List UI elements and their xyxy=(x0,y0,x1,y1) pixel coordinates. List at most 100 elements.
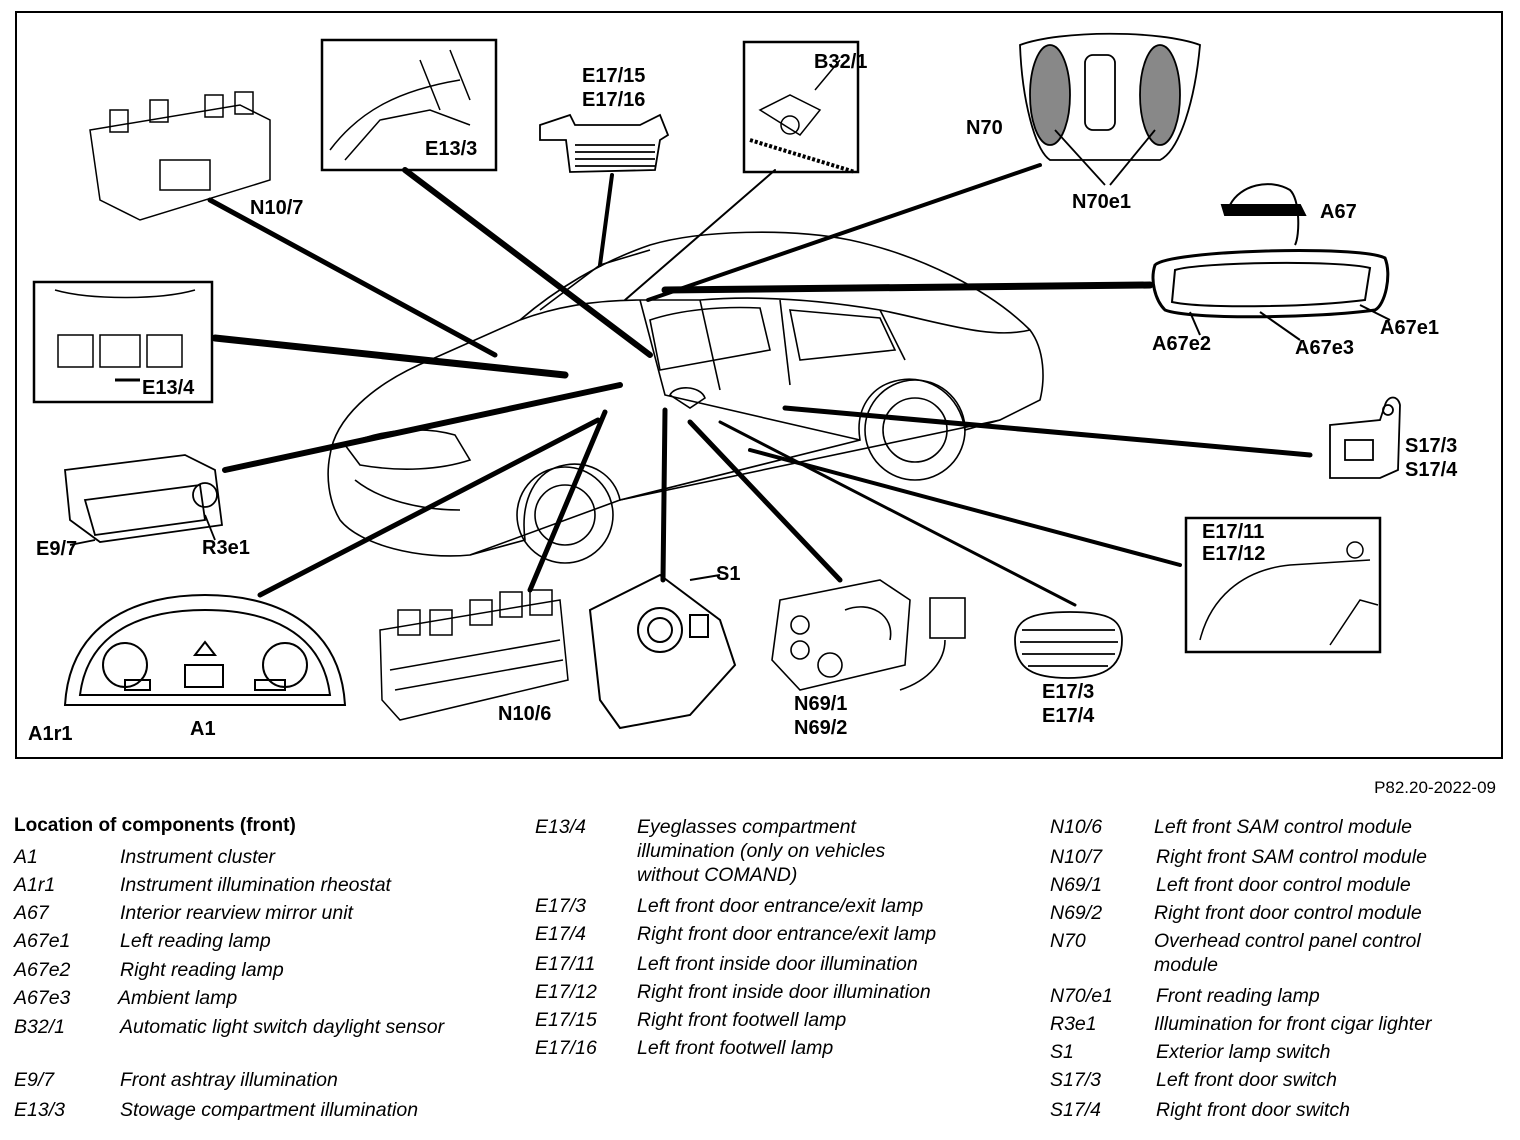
door-switch-illustration xyxy=(1329,396,1401,479)
legend-code: E9/7 xyxy=(14,1069,55,1091)
legend-item: N10/7 Right front SAM control module xyxy=(1050,845,1510,873)
legend-code: N69/2 xyxy=(1050,902,1103,924)
legend-item: A1 Instrument cluster xyxy=(14,845,514,873)
legend-desc: Eyeglasses compartment illumination (onl… xyxy=(637,816,886,886)
callout-e17-15: E17/15 xyxy=(582,65,645,87)
legend-code: S17/4 xyxy=(1050,1099,1101,1121)
legend-item: R3e1 Illumination for front cigar lighter xyxy=(1050,1012,1510,1040)
legend-desc: Right front door switch xyxy=(1156,1099,1351,1121)
door-control-module-illustration xyxy=(771,579,966,691)
stowage-compartment-illustration xyxy=(320,38,498,172)
legend-title: Location of components (front) xyxy=(14,815,296,836)
rearview-mirror-illustration xyxy=(1151,183,1391,341)
callout-a67e2: A67e2 xyxy=(1152,333,1211,355)
legend-code: S17/3 xyxy=(1050,1069,1101,1091)
legend-desc: Instrument cluster xyxy=(120,846,275,868)
legend-desc: Left front door entrance/exit lamp xyxy=(637,895,924,917)
callout-n69-2: N69/2 xyxy=(794,717,847,739)
callout-a1r1: A1r1 xyxy=(28,723,72,745)
legend-code: A67 xyxy=(14,902,49,924)
legend-code: S1 xyxy=(1050,1041,1074,1063)
entrance-exit-lamp-illustration xyxy=(1014,611,1123,679)
legend-desc: Left front SAM control module xyxy=(1154,816,1412,838)
callout-n10-7: N10/7 xyxy=(250,197,303,219)
inside-door-illumination-illustration xyxy=(1184,516,1382,654)
instrument-cluster-illustration xyxy=(63,593,347,706)
callout-n69-1: N69/1 xyxy=(794,693,847,715)
legend-desc: Right front door control module xyxy=(1154,902,1422,924)
legend-desc: Right front door entrance/exit lamp xyxy=(637,923,937,945)
legend-desc: Left front door switch xyxy=(1156,1069,1338,1091)
callout-e17-12: E17/12 xyxy=(1202,543,1265,565)
eyeglasses-compartment-illustration xyxy=(32,280,214,404)
legend-item: S17/4 Right front door switch xyxy=(1050,1098,1510,1126)
legend-desc: Left front footwell lamp xyxy=(637,1037,834,1059)
vehicle-illustration xyxy=(327,231,1044,564)
legend-code: A1 xyxy=(14,846,38,868)
callout-a67: A67 xyxy=(1320,201,1357,223)
legend-desc: Overhead control panel control module xyxy=(1154,930,1421,976)
callout-n70: N70 xyxy=(966,117,1003,139)
legend-desc: Interior rearview mirror unit xyxy=(120,902,353,924)
footwell-lamp-illustration xyxy=(539,113,670,173)
legend-code: E13/3 xyxy=(14,1099,65,1121)
legend-code: N70/e1 xyxy=(1050,985,1113,1007)
legend-code: B32/1 xyxy=(14,1016,65,1038)
legend-code: E17/15 xyxy=(535,1009,597,1031)
legend-code: E17/4 xyxy=(535,923,586,945)
legend-item: E17/15 Right front footwell lamp xyxy=(535,1008,1005,1036)
exterior-lamp-switch-illustration xyxy=(588,573,737,730)
legend-desc: Right front SAM control module xyxy=(1156,846,1427,868)
callout-b32-1: B32/1 xyxy=(814,51,867,73)
legend-code: N70 xyxy=(1050,930,1086,952)
callout-e9-7: E9/7 xyxy=(36,538,77,560)
legend-code: E17/3 xyxy=(535,895,586,917)
legend-item: N69/2 Right front door control module xyxy=(1050,901,1510,929)
leader-lines xyxy=(207,163,1313,607)
callout-labels: N10/7 E13/3 E17/15 E17/16 B32/1 N70 N70e… xyxy=(28,51,1458,745)
legend-item: A67 Interior rearview mirror unit xyxy=(14,901,514,929)
legend-desc: Left reading lamp xyxy=(120,930,271,952)
daylight-sensor-illustration xyxy=(742,40,860,174)
legend-desc: Ambient lamp xyxy=(118,987,238,1009)
callout-n10-6: N10/6 xyxy=(498,703,551,725)
legend-desc: Stowage compartment illumination xyxy=(120,1099,419,1121)
legend-code: N69/1 xyxy=(1050,874,1103,896)
legend-item: E9/7 Front ashtray illumination xyxy=(14,1068,514,1098)
legend-desc: Right front footwell lamp xyxy=(637,1009,847,1031)
callout-e17-3: E17/3 xyxy=(1042,681,1094,703)
callout-e13-4: E13/4 xyxy=(142,377,195,399)
legend-code: R3e1 xyxy=(1050,1013,1097,1035)
legend-item: A67e3 Ambient lamp xyxy=(14,986,514,1015)
callout-e13-3: E13/3 xyxy=(425,138,477,160)
legend-code: A67e2 xyxy=(14,959,71,981)
callout-a67e1: A67e1 xyxy=(1380,317,1439,339)
callout-e17-11: E17/11 xyxy=(1202,521,1264,543)
front-ashtray-illustration xyxy=(64,454,224,546)
legend-column-1: A1 Instrument cluster A1r1 Instrument illu… xyxy=(14,845,514,1126)
figure-code: P82.20-2022-09 xyxy=(1374,778,1496,797)
legend-code: N10/7 xyxy=(1050,846,1103,868)
legend-desc: Instrument illumination rheostat xyxy=(120,874,391,896)
legend-code: A67e3 xyxy=(14,987,71,1009)
callout-s17-4: S17/4 xyxy=(1405,459,1458,481)
legend-code: A1r1 xyxy=(14,874,56,896)
legend-item: S17/3 Left front door switch xyxy=(1050,1068,1510,1098)
legend-desc: Illumination for front cigar lighter xyxy=(1154,1013,1432,1035)
legend-item: E17/4 Right front door entrance/exit lamp xyxy=(535,922,1005,952)
overhead-control-panel-illustration xyxy=(1019,32,1201,186)
callout-s17-3: S17/3 xyxy=(1405,435,1457,457)
callout-e17-16: E17/16 xyxy=(582,89,645,111)
callout-a67e3: A67e3 xyxy=(1295,337,1354,359)
callout-s1: S1 xyxy=(716,563,740,585)
legend-desc: Left front inside door illumination xyxy=(637,953,918,975)
legend-desc: Front ashtray illumination xyxy=(120,1069,338,1091)
callout-r3e1: R3e1 xyxy=(202,537,250,559)
